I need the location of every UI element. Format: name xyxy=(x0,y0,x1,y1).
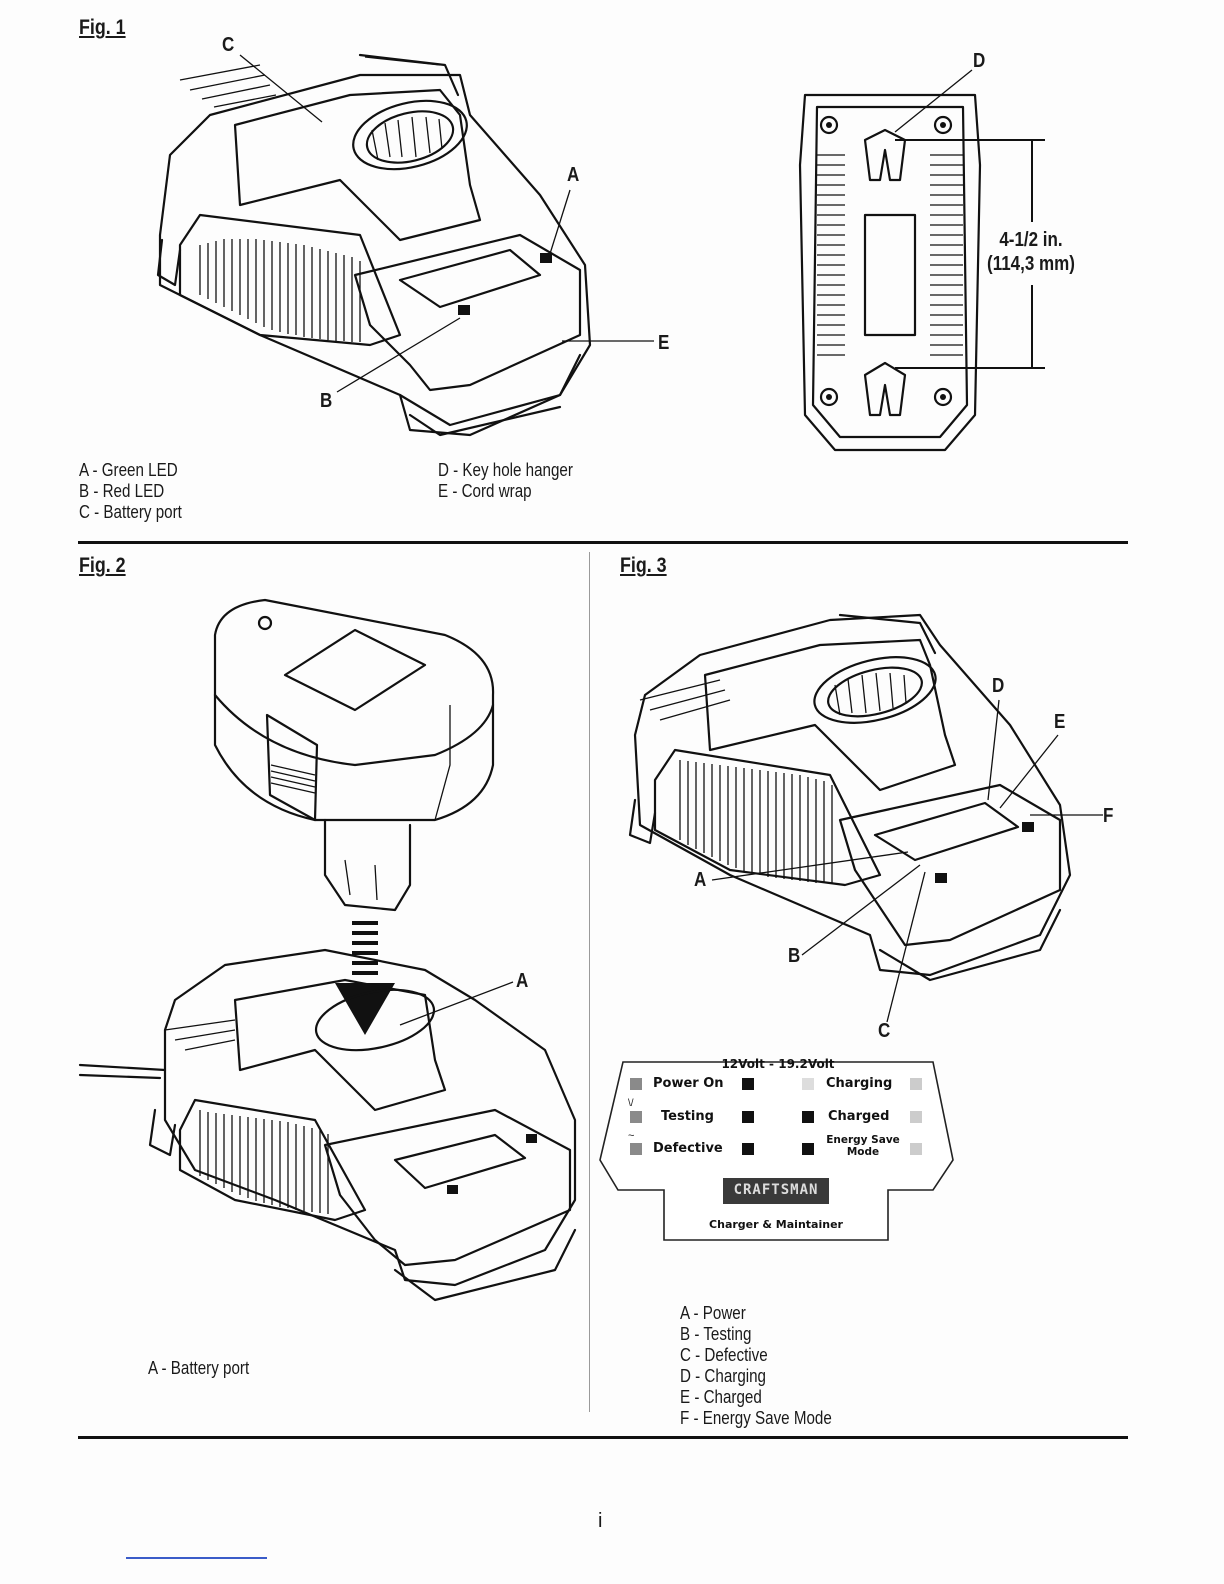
legend-item: E - Charged xyxy=(680,1386,762,1407)
fig2-charger-illustration xyxy=(78,948,577,1302)
section-divider-top xyxy=(78,541,1128,544)
panel-energy-save: Energy Save Mode xyxy=(818,1134,908,1158)
charging-led-icon xyxy=(910,1078,922,1090)
legend-item: A - Green LED xyxy=(79,459,178,480)
legend-item: B - Red LED xyxy=(79,480,165,501)
fig1-callout-a: A xyxy=(567,164,580,186)
fig3-callout-b: B xyxy=(788,945,801,967)
fig1-dimension-label: 4-1/2 in. (114,3 mm) xyxy=(981,228,1081,276)
fig1-callout-b: B xyxy=(320,390,333,412)
fig1-callout-e: E xyxy=(658,332,670,354)
fig3-charger-illustration xyxy=(628,613,1072,982)
defective-led-icon xyxy=(742,1143,754,1155)
legend-item: D - Key hole hanger xyxy=(438,459,573,480)
column-divider xyxy=(589,552,590,1412)
section-divider-bottom xyxy=(78,1436,1128,1439)
page-number: i xyxy=(598,1510,603,1532)
wave-icon: ~ xyxy=(628,1130,635,1142)
fig2-title: Fig. 2 xyxy=(79,554,126,577)
fig3-title: Fig. 3 xyxy=(620,554,667,577)
power-on-led-icon xyxy=(742,1078,754,1090)
defective-led-icon xyxy=(630,1143,642,1155)
fig1-dimension-lines xyxy=(895,139,1045,369)
fig1-callout-c: C xyxy=(222,34,235,56)
fig2-legend: A - Battery port xyxy=(148,1357,249,1378)
fig1-callout-lines xyxy=(239,54,973,393)
testing-led-icon xyxy=(630,1111,642,1123)
fig1-title: Fig. 1 xyxy=(79,16,126,39)
panel-charging: Charging xyxy=(826,1076,893,1091)
panel-defective: Defective xyxy=(653,1141,723,1156)
panel-charged: Charged xyxy=(828,1109,890,1124)
fig1-dimension-line2: (114,3 mm) xyxy=(987,253,1075,275)
charging-led-icon xyxy=(802,1078,814,1090)
fig3-callout-e: E xyxy=(1054,711,1066,733)
panel-power-on: Power On xyxy=(653,1076,724,1091)
testing-led-icon xyxy=(742,1111,754,1123)
panel-footer: Charger & Maintainer xyxy=(709,1218,843,1231)
fig3-callout-a: A xyxy=(694,869,707,891)
panel-voltage: 12Volt - 19.2Volt xyxy=(721,1057,835,1071)
energy-save-led-icon xyxy=(802,1143,814,1155)
fig3-callout-d: D xyxy=(992,675,1005,697)
fig1-legend-right: D - Key hole hanger E - Cord wrap xyxy=(438,459,573,501)
fig1-legend-left: A - Green LED B - Red LED C - Battery po… xyxy=(79,459,182,522)
legend-item: C - Battery port xyxy=(79,501,182,522)
legend-item: B - Testing xyxy=(680,1323,752,1344)
panel-energy-save-line2: Mode xyxy=(846,1146,880,1158)
fig3-callout-f: F xyxy=(1103,805,1114,827)
legend-item: C - Defective xyxy=(680,1344,768,1365)
link-underline[interactable] xyxy=(126,1557,267,1559)
fig1-charger-illustration xyxy=(156,53,592,437)
brand-logo: CRAFTSMAN xyxy=(733,1182,819,1198)
legend-item: E - Cord wrap xyxy=(438,480,532,501)
legend-item: F - Energy Save Mode xyxy=(680,1407,832,1428)
fig1-callout-d: D xyxy=(973,50,986,72)
fig2-callout-a: A xyxy=(516,970,529,992)
led-panel-outline xyxy=(599,1061,954,1241)
fig1-back-view-illustration xyxy=(798,93,982,452)
legend-item: A - Battery port xyxy=(148,1357,250,1378)
fig1-dimension-line1: 4-1/2 in. xyxy=(999,229,1063,251)
fig3-callout-c: C xyxy=(878,1020,891,1042)
panel-energy-save-line1: Energy Save xyxy=(826,1134,900,1146)
charged-led-icon xyxy=(910,1111,922,1123)
panel-testing: Testing xyxy=(661,1109,714,1124)
legend-item: D - Charging xyxy=(680,1365,767,1386)
power-on-led-icon xyxy=(630,1078,642,1090)
legend-item: A - Power xyxy=(680,1302,746,1323)
blink-icon: \/ xyxy=(628,1098,634,1109)
insert-arrow-icon xyxy=(335,921,395,1035)
energy-save-led-icon xyxy=(910,1143,922,1155)
charged-led-icon xyxy=(802,1111,814,1123)
fig2-battery-illustration xyxy=(213,598,495,912)
fig3-legend: A - Power B - Testing C - Defective D - … xyxy=(680,1302,832,1428)
